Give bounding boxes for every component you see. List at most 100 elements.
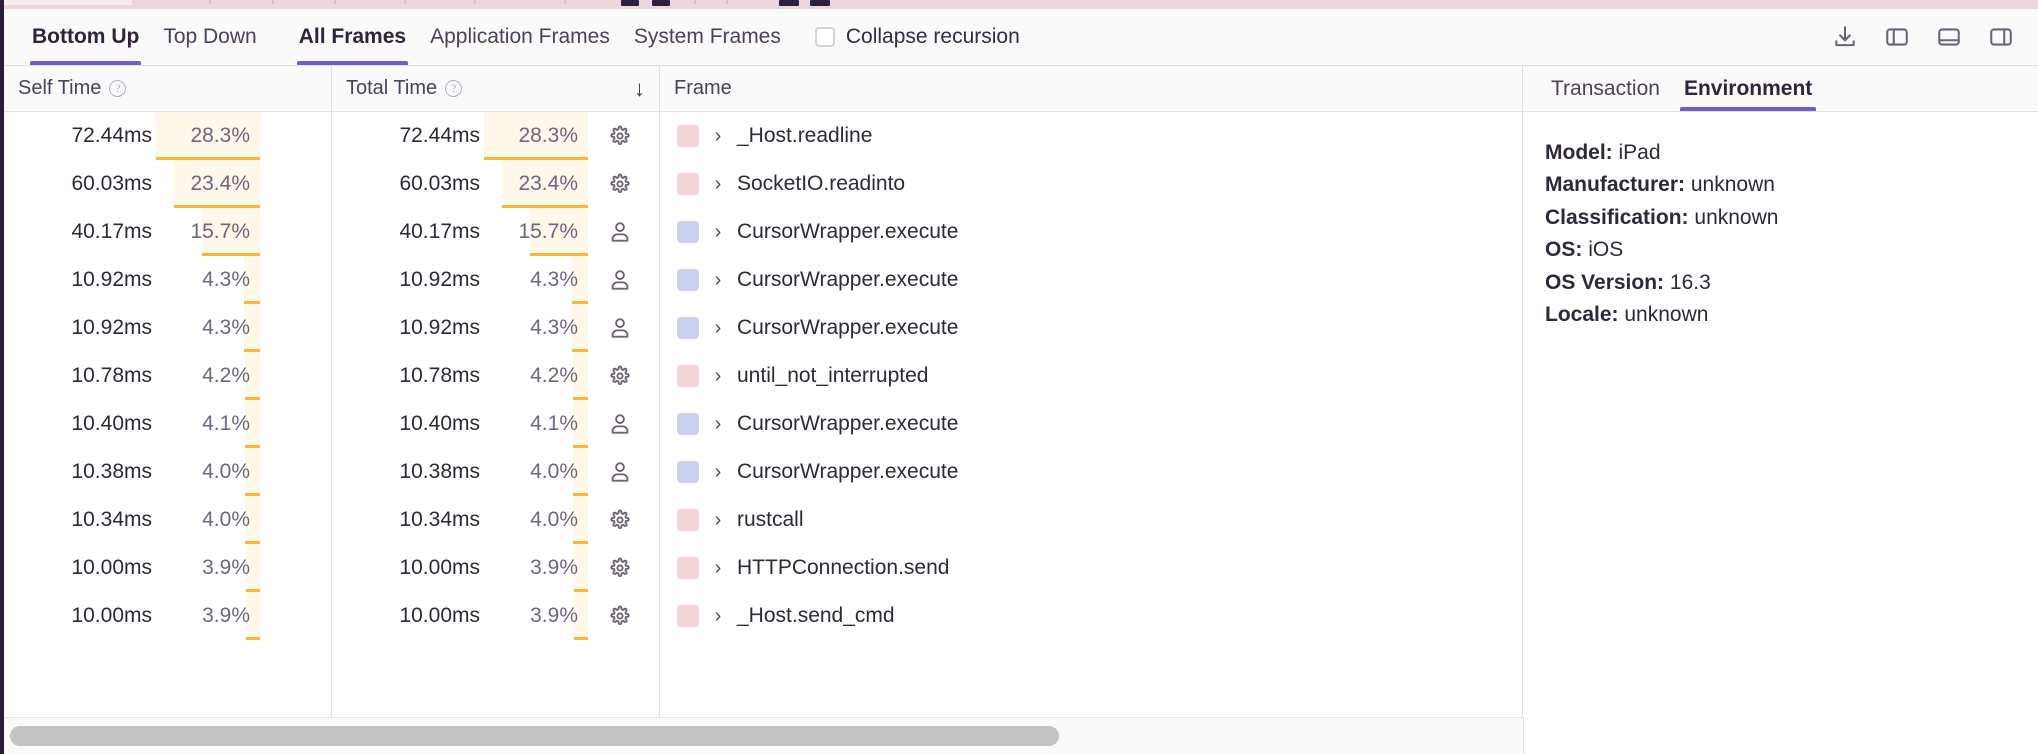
expand-chevron-icon[interactable]: › [714, 508, 722, 531]
person-icon[interactable] [588, 267, 652, 293]
left-panel-icon[interactable] [1882, 22, 1912, 52]
environment-row: Classification: unknown [1545, 203, 2038, 233]
expand-chevron-icon[interactable]: › [714, 364, 722, 387]
table-header: Self Time ? Total Time ? ↓ Frame [4, 66, 1522, 112]
gear-icon[interactable] [588, 363, 652, 389]
table-row[interactable]: › rustcall [660, 496, 1522, 544]
percent-bar [573, 541, 588, 544]
percent-label: 4.3% [202, 268, 250, 291]
column-header-self-time[interactable]: Self Time ? [4, 66, 332, 111]
percent-bar-background [245, 448, 260, 496]
percent-bar [502, 205, 588, 208]
person-icon[interactable] [588, 411, 652, 437]
frame-name: CursorWrapper.execute [737, 316, 959, 339]
frame-color-swatch [677, 605, 699, 627]
table-row[interactable]: ›HTTPConnection.send [660, 544, 1522, 592]
expand-chevron-icon[interactable]: › [714, 268, 722, 291]
percent-bar-background [202, 208, 260, 256]
gear-icon[interactable] [588, 171, 652, 197]
frame-name: rustcall [737, 508, 804, 531]
person-icon[interactable] [588, 315, 652, 341]
table-row[interactable]: › _Host.send_cmd [660, 592, 1522, 640]
collapse-recursion-checkbox[interactable] [814, 27, 835, 47]
self-time-value: 10.40ms [71, 412, 152, 435]
percent-cell: 28.3% [484, 112, 588, 160]
frame-name: _Host.send_cmd [737, 604, 895, 627]
percent-label: 23.4% [518, 172, 578, 195]
gear-icon[interactable] [588, 603, 652, 629]
table-row[interactable]: ›CursorWrapper.execute [660, 256, 1522, 304]
tab-application-frames[interactable]: Application Frames [418, 9, 622, 65]
gear-icon[interactable] [588, 507, 652, 533]
table-row[interactable]: ›SocketIO.readinto [660, 160, 1522, 208]
percent-cell: 28.3% [156, 112, 260, 160]
column-header-total-time[interactable]: Total Time ? ↓ [332, 66, 660, 111]
tab-system-frames[interactable]: System Frames [622, 9, 793, 65]
percent-cell: 4.3% [484, 256, 588, 304]
percent-bar-background [245, 592, 260, 640]
tab-transaction[interactable]: Transaction [1539, 66, 1672, 111]
column-header-frame[interactable]: Frame [660, 66, 1522, 111]
horizontal-scrollbar[interactable] [4, 717, 1523, 754]
table-row[interactable]: ›CursorWrapper.execute [660, 448, 1522, 496]
expand-chevron-icon[interactable]: › [714, 412, 722, 435]
help-icon[interactable]: ? [445, 80, 463, 97]
expand-chevron-icon[interactable]: › [714, 220, 722, 243]
tab-application-frames-label: Application Frames [430, 25, 610, 48]
self-time-value: 72.44ms [71, 124, 152, 147]
table-row[interactable]: ›CursorWrapper.execute [660, 400, 1522, 448]
tab-top-down[interactable]: Top Down [151, 9, 268, 65]
table-row[interactable]: ›until_not_interrupted [660, 352, 1522, 400]
person-icon[interactable] [588, 219, 652, 245]
expand-chevron-icon[interactable]: › [714, 556, 722, 579]
expand-chevron-icon[interactable]: › [714, 604, 722, 627]
table-row[interactable]: › CursorWrapper.execute [660, 304, 1522, 352]
person-icon[interactable] [588, 459, 652, 485]
download-icon[interactable] [1830, 22, 1860, 52]
expand-chevron-icon[interactable]: › [714, 460, 722, 483]
table-row[interactable]: ›_Host.readline [660, 112, 1522, 160]
expand-chevron-icon[interactable]: › [714, 316, 722, 339]
percent-bar-background [245, 544, 260, 592]
expand-chevron-icon[interactable]: › [714, 124, 722, 147]
gear-icon[interactable] [588, 123, 652, 149]
percent-bar-background [244, 304, 260, 352]
percent-label: 4.0% [530, 460, 578, 483]
help-icon[interactable]: ? [109, 80, 127, 97]
tab-environment[interactable]: Environment [1672, 66, 1824, 111]
right-panel-icon[interactable] [1986, 22, 2016, 52]
frame-color-swatch [677, 317, 699, 339]
expand-chevron-icon[interactable]: › [714, 172, 722, 195]
percent-label: 3.9% [202, 604, 250, 627]
tab-bottom-up[interactable]: Bottom Up [20, 9, 151, 65]
table-row[interactable]: ›CursorWrapper.execute [660, 208, 1522, 256]
gear-icon[interactable] [588, 555, 652, 581]
collapse-recursion-toggle[interactable]: Collapse recursion [793, 9, 1020, 65]
tab-all-frames[interactable]: All Frames [287, 9, 418, 65]
horizontal-scrollbar-thumb[interactable] [10, 726, 1059, 746]
bottom-panel-icon[interactable] [1934, 22, 1964, 52]
